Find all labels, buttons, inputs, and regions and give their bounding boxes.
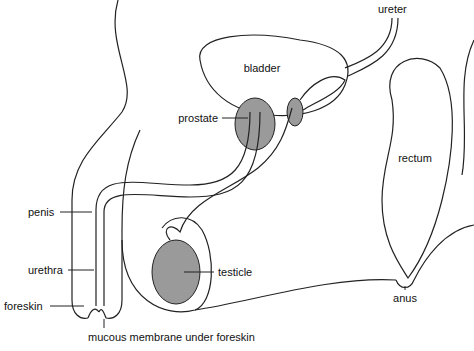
- perineum-outline: [195, 280, 396, 310]
- leader-line: [222, 118, 248, 119]
- leader-line: [104, 319, 105, 328]
- leader-line: [184, 272, 214, 273]
- leader-line: [50, 306, 84, 307]
- part-label: rectum: [398, 152, 432, 165]
- seminal-vesicle: [287, 98, 303, 126]
- bladder-outline: [200, 35, 348, 115]
- ureter-tube: [345, 18, 392, 68]
- back-outline: [462, 40, 474, 175]
- ureter-tube: [348, 18, 398, 76]
- part-label: bladder: [244, 62, 281, 75]
- rectum-outline: [382, 58, 452, 278]
- part-label: mucous membrane under foreskin: [88, 331, 255, 344]
- prostate-gland: [235, 98, 275, 150]
- urethra-tube: [104, 112, 260, 306]
- leader-line: [68, 270, 94, 271]
- seminal-vesicle-outline: [300, 77, 345, 110]
- part-label: prostate: [178, 112, 218, 125]
- foreskin-flap: [88, 309, 99, 318]
- foreskin-flap: [99, 310, 106, 318]
- part-label: testicle: [218, 266, 252, 279]
- part-label: ureter: [378, 3, 407, 16]
- leader-line: [405, 286, 406, 290]
- part-label: anus: [393, 292, 417, 305]
- leader-line: [60, 212, 92, 213]
- part-label: urethra: [28, 264, 63, 277]
- vas-deferens: [166, 108, 292, 240]
- part-label: penis: [28, 206, 54, 219]
- body-outline: [72, 0, 127, 318]
- part-label: foreskin: [4, 300, 43, 313]
- penis-outline: [106, 130, 140, 318]
